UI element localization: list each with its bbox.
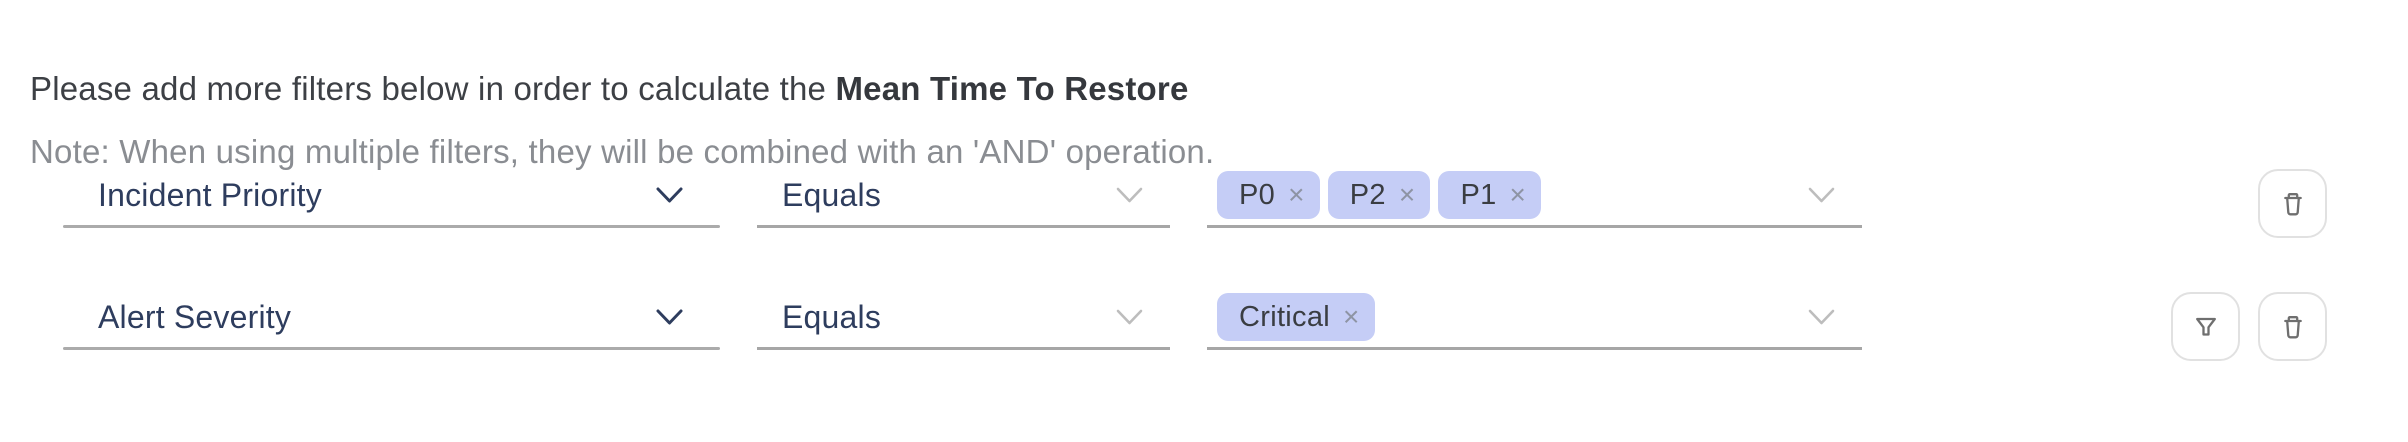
attribute-select-value: Alert Severity [98,298,292,335]
instruction-prefix: Please add more filters below in order t… [30,70,836,107]
chevron-down-icon [656,187,683,202]
remove-icon[interactable]: × [1288,179,1305,210]
attribute-select-value: Incident Priority [98,176,322,213]
value-chip: P1 × [1438,171,1542,219]
value-chip: Critical × [1217,293,1375,341]
trash-icon [2283,192,2302,215]
remove-icon[interactable]: × [1398,179,1416,210]
row2-apply-filter-button[interactable] [2171,292,2240,361]
remove-icon[interactable]: × [1509,179,1527,210]
value-chip-label: P1 [1460,178,1497,211]
value-chip-label: P0 [1239,178,1276,211]
row2-values-multiselect[interactable]: Critical × [1207,286,1862,350]
field-underline [63,225,720,228]
chevron-down-icon [1808,309,1835,324]
field-underline [1207,347,1862,350]
row2-operator-select[interactable]: Equals [757,286,1170,350]
trash-icon [2283,315,2302,338]
operator-select-value: Equals [782,298,882,335]
row2-attribute-select[interactable]: Alert Severity [63,286,720,350]
row1-attribute-select[interactable]: Incident Priority [63,164,720,228]
operator-select-value: Equals [782,176,882,213]
value-chip: P0 × [1217,171,1320,219]
field-underline [757,347,1170,350]
note-text: Note: When using multiple filters, they … [30,133,1215,170]
row1-values-multiselect[interactable]: P0 × P2 × P1 × [1207,164,1862,228]
chevron-down-icon [1808,187,1835,202]
remove-icon[interactable]: × [1343,301,1360,332]
field-underline [63,347,720,350]
row1-operator-select[interactable]: Equals [757,164,1170,228]
row2-delete-filter-button[interactable] [2258,292,2327,361]
selected-values: P0 × P2 × P1 × [1217,171,1808,219]
field-underline [1207,225,1862,228]
filter-icon [2195,317,2216,336]
metric-name: Mean Time To Restore [835,70,1189,107]
value-chip-label: Critical [1239,300,1331,333]
chevron-down-icon [1116,309,1143,324]
chevron-down-icon [656,309,683,324]
instruction-text: Please add more filters below in order t… [30,69,1189,109]
field-underline [757,225,1170,228]
selected-values: Critical × [1217,293,1808,341]
value-chip-label: P2 [1349,178,1386,211]
row1-delete-filter-button[interactable] [2258,169,2327,238]
value-chip: P2 × [1327,171,1431,219]
chevron-down-icon [1116,187,1143,202]
